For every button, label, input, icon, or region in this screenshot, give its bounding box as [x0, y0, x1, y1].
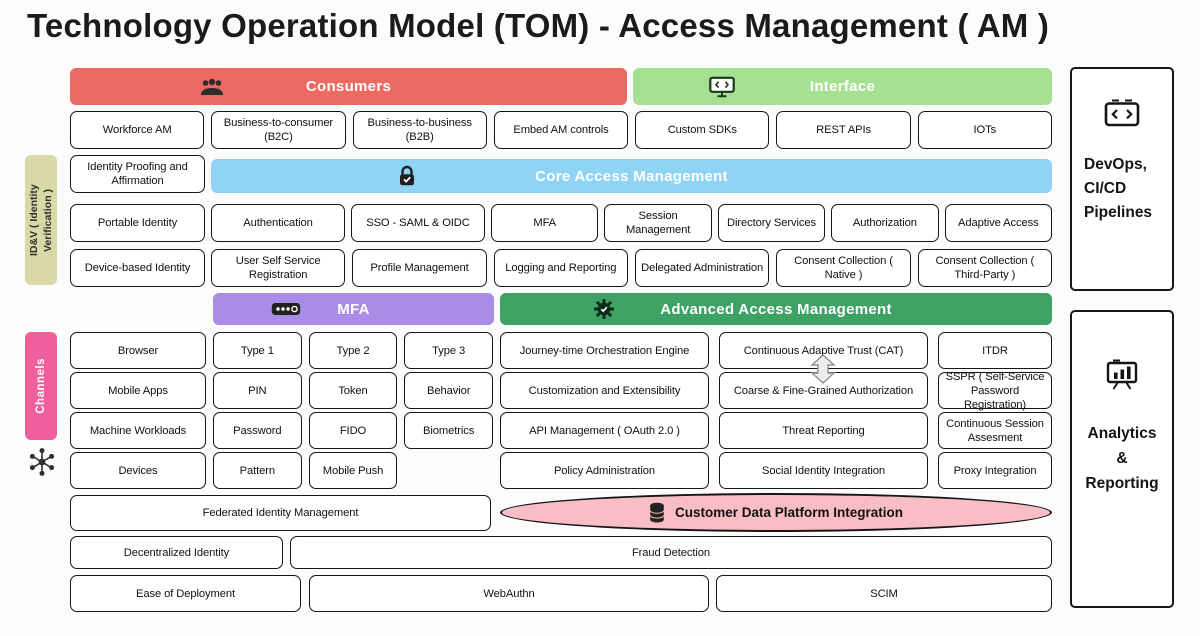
consumers-banner-label: Consumers [305, 78, 392, 95]
box-type-1: Type 1 [213, 332, 302, 369]
vertical-double-arrow-icon [810, 354, 836, 384]
box-federated-identity-management: Federated Identity Management [70, 495, 491, 531]
otp-token-icon [271, 303, 301, 315]
box-devices: Devices [70, 452, 206, 489]
gear-check-icon [594, 299, 614, 319]
channels-sidebar-label: Channels [35, 358, 47, 414]
box-consent-collection-third-party: Consent Collection ( Third-Party ) [917, 249, 1052, 287]
database-icon [649, 502, 665, 522]
box-portable-identity: Portable Identity [70, 204, 205, 242]
core-row-2: User Self Service Registration Profile M… [211, 249, 1052, 287]
customer-data-platform-label: Customer Data Platform Integration [674, 505, 904, 520]
analytics-panel: Analytics & Reporting [1070, 310, 1174, 608]
box-continuous-adaptive-trust: Continuous Adaptive Trust (CAT) [719, 332, 928, 369]
box-profile-management: Profile Management [352, 249, 487, 287]
box-biometrics: Biometrics [404, 412, 493, 449]
channels-sidebar: Channels [25, 332, 57, 440]
box-user-self-service-registration: User Self Service Registration [211, 249, 346, 287]
customer-data-platform-bar: Customer Data Platform Integration [500, 493, 1052, 532]
box-api-management-oauth: API Management ( OAuth 2.0 ) [500, 412, 709, 449]
idv-sidebar: ID&V ( Identity Verification ) [25, 155, 57, 285]
box-browser: Browser [70, 332, 206, 369]
advanced-access-grid: Journey-time Orchestration Engine Contin… [500, 332, 1052, 489]
consumers-banner: Consumers [70, 68, 627, 105]
box-proxy-integration: Proxy Integration [938, 452, 1052, 489]
box-scim: SCIM [716, 575, 1052, 612]
box-sspr: SSPR ( Self-Service Password Registratio… [938, 371, 1052, 411]
box-decentralized-identity: Decentralized Identity [70, 536, 283, 569]
box-social-identity-integration: Social Identity Integration [719, 452, 928, 489]
box-pattern: Pattern [213, 452, 302, 489]
box-threat-reporting: Threat Reporting [719, 412, 928, 449]
box-business-to-consumer: Business-to-consumer (B2C) [211, 111, 346, 149]
box-password: Password [213, 412, 302, 449]
network-hub-icon [29, 448, 55, 476]
interface-banner: Interface [633, 68, 1052, 105]
box-adaptive-access: Adaptive Access [944, 204, 1052, 242]
box-type-2: Type 2 [308, 332, 398, 369]
channels-column: Browser Mobile Apps Machine Workloads De… [70, 332, 206, 489]
mfa-banner: MFA [213, 293, 494, 325]
box-delegated-administration: Delegated Administration [634, 249, 770, 287]
box-rest-apis: REST APIs [776, 111, 911, 149]
code-window-icon [1104, 99, 1140, 127]
box-logging-and-reporting: Logging and Reporting [493, 249, 628, 287]
box-custom-sdks: Custom SDKs [635, 111, 770, 149]
box-itdr: ITDR [938, 332, 1052, 369]
box-ease-of-deployment: Ease of Deployment [70, 575, 301, 612]
lock-icon [400, 165, 414, 186]
mfa-grid: Type 1 Type 2 Type 3 PIN Token Behavior … [213, 332, 493, 489]
bar-chart-icon [1106, 359, 1138, 390]
box-mobile-push: Mobile Push [308, 452, 398, 489]
box-consent-collection-native: Consent Collection ( Native ) [776, 249, 911, 287]
top-row: Workforce AM Business-to-consumer (B2C) … [70, 111, 1052, 149]
box-policy-administration: Policy Administration [500, 452, 709, 489]
box-webauthn: WebAuthn [309, 575, 709, 612]
box-embed-am-controls: Embed AM controls [493, 111, 629, 149]
box-identity-proofing-affirmation: Identity Proofing and Affirmation [70, 155, 205, 193]
box-pin: PIN [213, 372, 302, 409]
advanced-access-banner: Advanced Access Management [500, 293, 1052, 325]
interface-banner-label: Interface [809, 78, 876, 95]
box-authorization: Authorization [831, 204, 939, 242]
box-continuous-session-assesment: Continuous Session Assesment [938, 412, 1052, 449]
box-mfa: MFA [491, 204, 599, 242]
box-business-to-business: Business-to-business (B2B) [352, 111, 487, 149]
core-access-banner: Core Access Management [211, 159, 1052, 193]
box-workforce-am: Workforce AM [70, 111, 205, 149]
monitor-code-icon [709, 76, 735, 97]
box-authentication: Authentication [211, 204, 345, 242]
analytics-panel-label: Analytics & Reporting [1085, 425, 1159, 492]
box-directory-services: Directory Services [717, 204, 826, 242]
box-machine-workloads: Machine Workloads [70, 412, 206, 449]
box-behavior: Behavior [404, 372, 493, 409]
core-row-1: Authentication SSO - SAML & OIDC MFA Ses… [211, 204, 1052, 242]
page-title: Technology Operation Model (TOM) - Acces… [27, 7, 1050, 44]
core-access-banner-label: Core Access Management [535, 167, 728, 185]
devops-panel-label: DevOps, CI/CD Pipelines [1084, 156, 1153, 222]
box-session-management: Session Management [604, 204, 712, 242]
box-customization-and-extensibility: Customization and Extensibility [500, 372, 709, 409]
box-fido: FIDO [308, 412, 398, 449]
mfa-banner-label: MFA [337, 300, 370, 318]
idv-sidebar-label: ID&V ( Identity Verification ) [27, 184, 54, 256]
box-journey-time-orchestration-engine: Journey-time Orchestration Engine [500, 332, 709, 369]
people-icon [201, 78, 223, 95]
box-sso-saml-oidc: SSO - SAML & OIDC [351, 204, 485, 242]
box-type-3: Type 3 [404, 332, 493, 369]
box-iots: IOTs [917, 111, 1052, 149]
advanced-access-banner-label: Advanced Access Management [660, 300, 892, 318]
box-mobile-apps: Mobile Apps [70, 372, 206, 409]
box-device-based-identity: Device-based Identity [70, 249, 205, 287]
devops-panel: DevOps, CI/CD Pipelines [1070, 67, 1174, 291]
box-token: Token [308, 372, 398, 409]
box-fraud-detection: Fraud Detection [290, 536, 1052, 569]
